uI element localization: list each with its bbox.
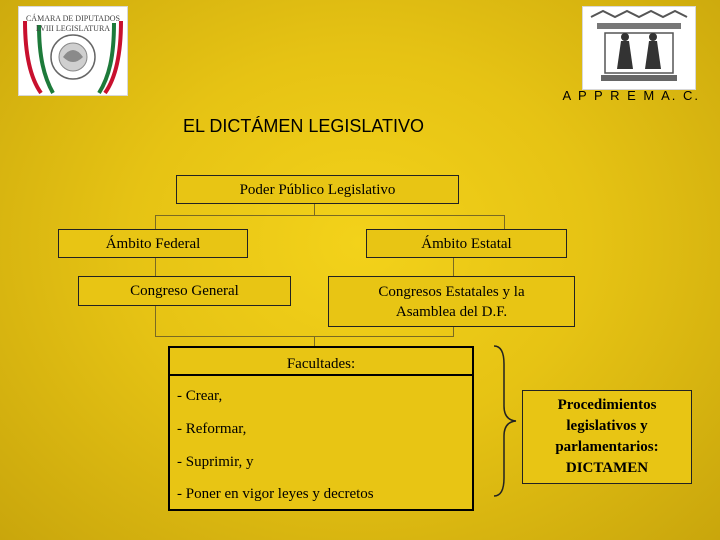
estatal-box: Ámbito Estatal	[366, 229, 567, 258]
camara-emblem-icon: CÁMARA DE DIPUTADOS LVIII LEGISLATURA	[23, 13, 123, 95]
connector-line	[453, 327, 454, 337]
facultades-divider	[170, 374, 472, 376]
congresos-estatales-line: Asamblea del D.F.	[395, 303, 508, 320]
connector-line	[314, 336, 315, 346]
connector-line	[314, 204, 315, 215]
congresos-estatales-line: Congresos Estatales y la	[378, 283, 525, 300]
federal-box: Ámbito Federal	[58, 229, 248, 258]
apprem-logo	[582, 6, 696, 90]
facultades-box: Facultades: - Crear, - Reformar, - Supri…	[168, 346, 474, 511]
svg-text:CÁMARA DE DIPUTADOS: CÁMARA DE DIPUTADOS	[26, 13, 120, 23]
connector-line	[504, 215, 505, 229]
root-box: Poder Público Legislativo	[176, 175, 459, 204]
connector-line	[155, 258, 156, 276]
procedimientos-line: Procedimientos	[557, 397, 657, 413]
procedimientos-line: legislativos y	[566, 418, 648, 434]
org-label: A P P R E M A. C.	[562, 88, 700, 103]
svg-text:LVIII LEGISLATURA: LVIII LEGISLATURA	[36, 24, 110, 33]
facultad-item: - Reformar,	[177, 421, 247, 437]
connector-line	[453, 258, 454, 276]
connector-line	[155, 215, 156, 229]
facultades-title: Facultades:	[286, 356, 356, 372]
apprem-emblem-icon	[590, 9, 688, 81]
congreso-general-box: Congreso General	[78, 276, 291, 306]
camara-diputados-logo: CÁMARA DE DIPUTADOS LVIII LEGISLATURA	[18, 6, 128, 96]
curly-brace-icon	[493, 345, 517, 497]
facultad-item: - Suprimir, y	[177, 454, 254, 470]
procedimientos-box: Procedimientos legislativos y parlamenta…	[522, 390, 692, 484]
connector-line	[155, 336, 453, 337]
facultad-item: - Poner en vigor leyes y decretos	[177, 486, 374, 502]
page-title: EL DICTÁMEN LEGISLATIVO	[183, 116, 425, 136]
congresos-estatales-box: Congresos Estatales y la Asamblea del D.…	[328, 276, 575, 327]
facultad-item: - Crear,	[177, 388, 223, 404]
procedimientos-line: DICTAMEN	[565, 460, 649, 476]
procedimientos-line: parlamentarios:	[555, 439, 659, 455]
connector-line	[155, 215, 504, 216]
connector-line	[155, 306, 156, 336]
